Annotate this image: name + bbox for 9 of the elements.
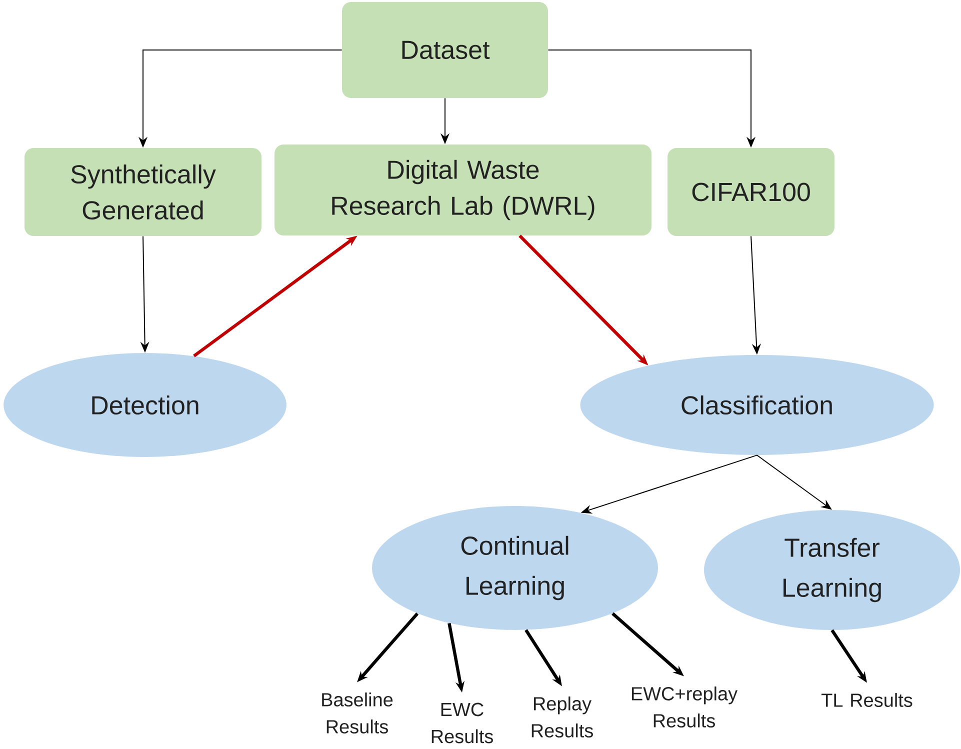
- result-label: Replay Results: [532, 696, 593, 738]
- process-box: CIFAR100: [668, 148, 834, 236]
- process-box: Digital Waste Research Lab (DWRL): [274, 144, 652, 236]
- result-label: TL Results: [822, 693, 912, 707]
- result-label: Baseline Results: [322, 692, 393, 734]
- result-label: EWC Results: [432, 702, 493, 744]
- result-label: EWC+replay Results: [632, 686, 738, 728]
- process-box: Dataset: [342, 2, 548, 98]
- process-box: Synthetically Generated: [24, 148, 262, 236]
